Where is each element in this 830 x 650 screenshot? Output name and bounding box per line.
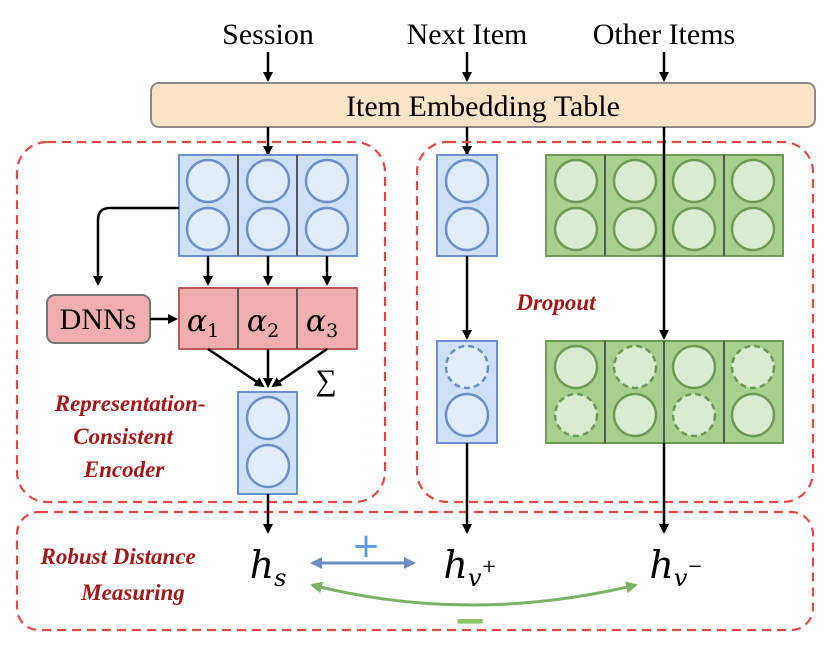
distance-region <box>15 510 815 632</box>
embedding-unit-circle <box>245 158 291 204</box>
input-other-items-label: Other Items <box>593 18 735 51</box>
encoder-title: Representation- Consistent Encoder <box>54 391 212 482</box>
dropout-label: Dropout <box>515 290 596 315</box>
dropped-unit-circle <box>730 344 776 390</box>
embedding-unit-circle <box>185 206 231 252</box>
session-representation <box>237 391 298 495</box>
other-items-dropped <box>545 340 784 444</box>
attention-weights-block <box>178 287 358 350</box>
embedding-unit-circle <box>612 206 658 252</box>
dnns-label: DNNs <box>60 303 137 336</box>
embedding-unit-circle <box>553 344 599 390</box>
negative-distance-arrow <box>310 581 638 607</box>
embedding-unit-circle <box>304 158 350 204</box>
alpha-3: α3 <box>306 304 338 342</box>
embedding-unit-circle <box>671 158 717 204</box>
embedding-unit-circle <box>245 395 291 441</box>
embedding-unit-circle <box>304 206 350 252</box>
embedding-unit-circle <box>730 206 776 252</box>
weighted-sum-arrow <box>271 347 328 388</box>
embedding-unit-circle <box>444 206 490 252</box>
plus-sign: + <box>352 526 381 566</box>
h-v-minus-symbol: hv− <box>649 543 702 592</box>
embedding-unit-circle <box>612 158 658 204</box>
dropped-unit-circle <box>671 392 717 438</box>
embedding-unit-circle <box>553 158 599 204</box>
dropped-unit-circle <box>444 344 490 390</box>
dropout-region <box>415 140 815 504</box>
item-embedding-table-label: Item Embedding Table <box>346 90 620 123</box>
attention-weights: α1 α2 α3 <box>178 287 358 350</box>
sum-symbol: ∑ <box>315 364 336 397</box>
embedding-unit-circle <box>444 392 490 438</box>
next-item-dropped <box>436 340 498 444</box>
minus-sign: − <box>453 598 487 644</box>
input-next-item-label: Next Item <box>407 18 528 51</box>
embedding-unit-circle <box>730 158 776 204</box>
embedding-unit-circle <box>245 443 291 489</box>
next-item-embedding <box>436 154 498 257</box>
item-embedding-table <box>150 82 816 128</box>
encoder-region <box>15 140 387 504</box>
weighted-sum-arrow <box>207 347 265 388</box>
session-embeddings <box>178 154 358 257</box>
embeddings-to-dnns-arrow <box>93 206 179 286</box>
alpha-2: α2 <box>247 304 279 342</box>
h-s-symbol: hs <box>250 543 287 592</box>
input-session-label: Session <box>222 18 314 51</box>
h-v-plus-symbol: hv+ <box>443 543 496 592</box>
embedding-unit-circle <box>671 206 717 252</box>
alpha-1: α1 <box>187 304 219 342</box>
embedding-unit-circle <box>553 206 599 252</box>
embedding-unit-circle <box>245 206 291 252</box>
embedding-unit-circle <box>185 158 231 204</box>
dropped-unit-circle <box>612 344 658 390</box>
embedding-unit-circle <box>730 392 776 438</box>
embedding-unit-circle <box>612 392 658 438</box>
dropped-unit-circle <box>553 392 599 438</box>
embedding-unit-circle <box>671 344 717 390</box>
embedding-unit-circle <box>444 158 490 204</box>
distance-title: Robust Distance Measuring <box>39 544 201 605</box>
